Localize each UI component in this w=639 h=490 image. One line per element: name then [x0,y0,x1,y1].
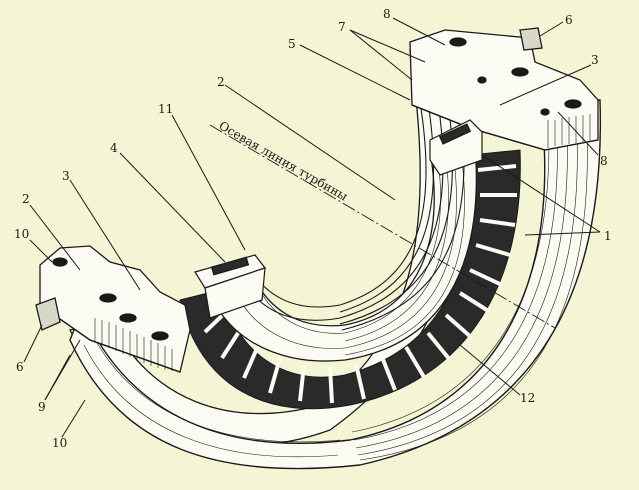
label-8-top: 8 [383,7,391,21]
left-flange-hatching [94,318,173,371]
label-12: 12 [520,391,535,405]
label-10-bottom: 10 [52,436,67,450]
label-9: 9 [38,400,46,414]
outer-ring-hatching [83,109,588,461]
label-3-right: 3 [591,53,599,67]
label-10-top: 10 [14,227,29,241]
label-4: 4 [110,141,118,155]
label-3-left: 3 [62,169,70,183]
label-6-top: 6 [565,13,573,27]
label-8-right: 8 [600,154,608,168]
right-flange [409,27,599,151]
label-2-mid: 2 [217,75,225,89]
center-hub-block [194,254,266,319]
label-1: 1 [604,229,612,243]
label-5: 5 [288,37,296,51]
leader-lines [23,17,601,438]
label-11: 11 [158,102,173,116]
label-2-left: 2 [22,192,30,206]
turbine-axis-line [209,124,556,329]
left-flange [35,245,191,373]
blade-ring [179,149,521,410]
label-7: 7 [338,20,346,34]
right-inner-key-block [429,119,483,176]
label-6-left: 6 [16,360,24,374]
turbine-axis-label: Осевая линия турбины [217,118,351,203]
right-flange-hatching [547,114,591,148]
